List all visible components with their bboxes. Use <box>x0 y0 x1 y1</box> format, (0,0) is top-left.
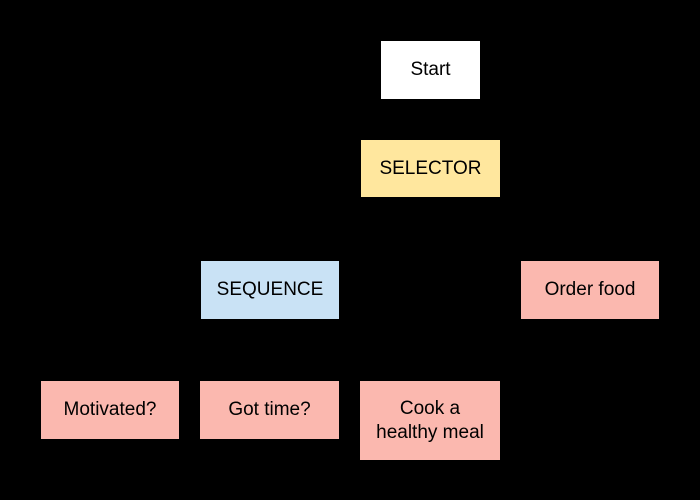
node-selector: SELECTOR <box>361 140 500 197</box>
node-got-time: Got time? <box>200 381 339 439</box>
node-sequence: SEQUENCE <box>201 261 339 319</box>
node-cook-meal: Cook a healthy meal <box>360 381 500 460</box>
node-got-time-label: Got time? <box>228 399 311 421</box>
node-cook-meal-label: Cook a healthy meal <box>376 397 484 443</box>
node-sequence-label: SEQUENCE <box>216 279 324 301</box>
node-motivated-label: Motivated? <box>63 399 157 421</box>
node-motivated: Motivated? <box>41 381 179 439</box>
node-order-food-label: Order food <box>544 279 636 301</box>
node-order-food: Order food <box>521 261 659 319</box>
node-selector-label: SELECTOR <box>379 157 482 179</box>
node-start-label: Start <box>410 59 451 81</box>
node-start: Start <box>381 41 480 99</box>
